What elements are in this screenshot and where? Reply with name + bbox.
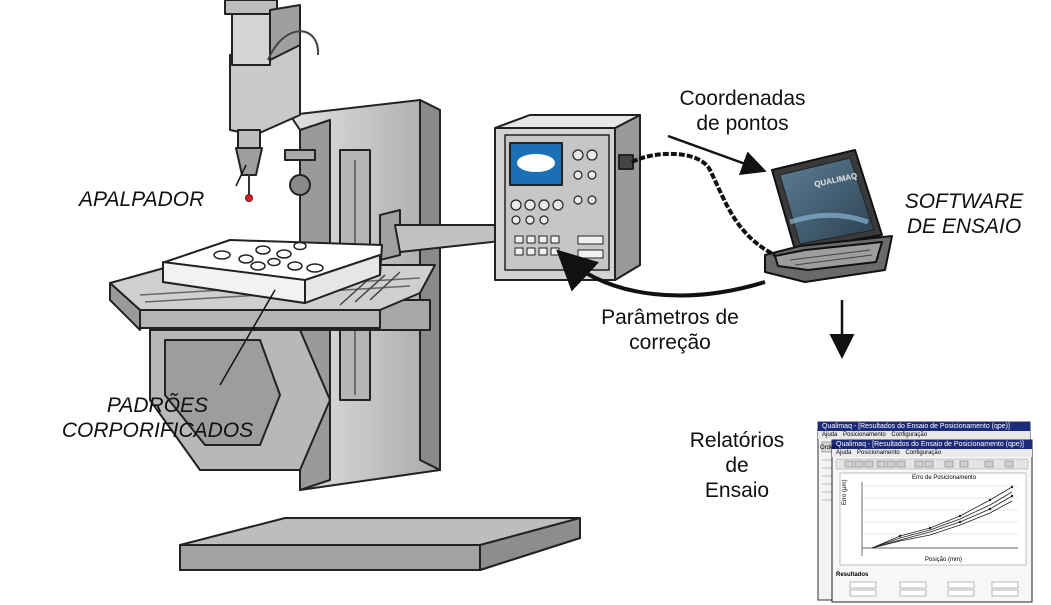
reports-label: Relatórios de Ensaio — [672, 428, 802, 503]
correction-arrow — [556, 249, 766, 298]
report-panel-label: Ordem — [820, 445, 839, 451]
report-y-axis-label: Erro (µm) — [842, 479, 848, 505]
menu-item-configuracao[interactable]: Configuração — [891, 432, 928, 438]
coords-label-line2: de pontos — [696, 112, 789, 135]
connectors — [219, 134, 855, 386]
software-label: SOFTWARE DE ENSAIO — [880, 189, 1048, 239]
report-chart-title: Erro de Posicionamento — [912, 475, 977, 481]
reports-label-line3: Ensaio — [704, 479, 770, 502]
menu-item-configuracao[interactable]: Configuração — [905, 450, 942, 456]
params-label-line1: Parâmetros de — [601, 306, 739, 329]
data-cable — [631, 151, 776, 257]
coords-arrow — [667, 134, 767, 175]
standard-holes — [213, 241, 324, 273]
menu-item-posicionamento[interactable]: Posicionamento — [857, 450, 900, 456]
report-x-axis-label: Posição (mm) — [925, 557, 963, 563]
report-chart-lines — [871, 486, 1013, 549]
probe-tip — [245, 194, 253, 202]
control-arm — [394, 224, 511, 253]
spindle — [235, 147, 263, 176]
menu-item-posicionamento[interactable]: Posicionamento — [843, 432, 886, 438]
software-label-line2: DE ENSAIO — [906, 215, 1022, 238]
reports-label-line1: Relatórios — [689, 429, 785, 452]
reports-label-line2: de — [725, 454, 749, 477]
probe-label: APALPADOR — [79, 188, 205, 211]
params-label-line2: correção — [629, 331, 711, 354]
params-label: Parâmetros de correção — [570, 305, 770, 355]
report-chart — [839, 472, 1027, 566]
report-back-title: Qualimaq - [Resultados do Ensaio de Posi… — [822, 423, 1010, 430]
control-knobs — [510, 149, 598, 225]
report-results-label: Resultados — [836, 572, 869, 578]
report-front-title: Qualimaq - [Resultados do Ensaio de Posi… — [836, 441, 1024, 448]
standards-leader — [219, 289, 276, 386]
standards-label-line2: CORPORIFICADOS — [61, 419, 254, 442]
software-label-line1: SOFTWARE — [904, 190, 1024, 213]
report-results-table — [849, 581, 1019, 597]
coords-label: Coordenadas de pontos — [660, 86, 825, 136]
report-windows — [817, 421, 1033, 603]
coords-label-line1: Coordenadas — [679, 87, 806, 110]
report-window-front — [831, 439, 1033, 603]
report-back-menu: Ajuda Posicionamento Configuração — [822, 431, 927, 439]
standards-label-line1: PADRÕES — [106, 394, 209, 417]
probe-leader — [235, 164, 247, 187]
menu-item-ajuda[interactable]: Ajuda — [822, 432, 838, 438]
laptop-illustration — [764, 149, 893, 283]
report-front-menu: Ajuda Posicionamento Configuração — [836, 449, 941, 457]
menu-item-ajuda[interactable]: Ajuda — [836, 450, 852, 456]
milling-machine-illustration — [109, 0, 641, 571]
standards-label: PADRÕES CORPORIFICADOS — [45, 393, 270, 443]
